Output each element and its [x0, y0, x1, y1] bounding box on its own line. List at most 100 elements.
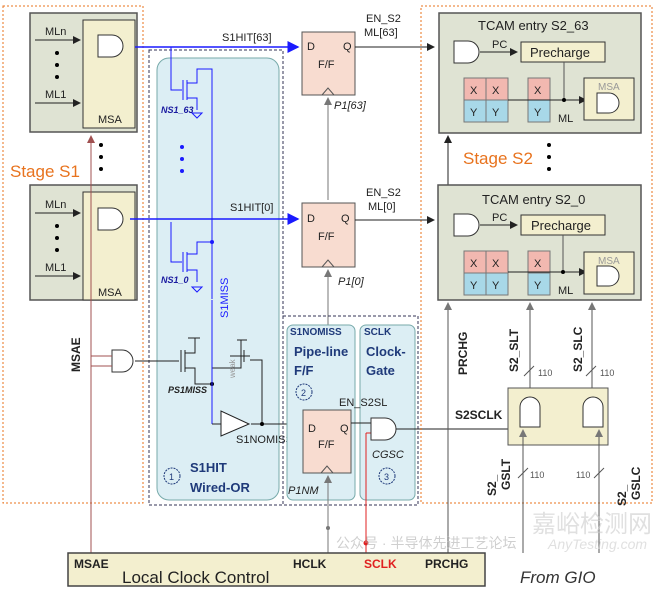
s2-slc-label: S2_SLC: [571, 326, 585, 372]
cgsc-label: CGSC: [372, 449, 404, 461]
ff-label: F/F: [318, 59, 335, 71]
bus-width-label: 110: [530, 470, 544, 480]
s1hit-63-label: S1HIT[63]: [222, 32, 272, 44]
lcc-sclk-label: SCLK: [364, 557, 397, 571]
msa-label: MSA: [598, 256, 620, 267]
stage-s2-label: Stage S2: [463, 149, 533, 168]
cell-y: Y: [492, 107, 500, 119]
pipeline-title-2: F/F: [294, 363, 314, 378]
wired-or-boundary: [148, 49, 284, 506]
d-label: D: [307, 41, 315, 53]
badge-1: 1: [169, 472, 174, 482]
s2sclk-label: S2SCLK: [455, 408, 503, 422]
local-clock-control: MSAE Local Clock Control HCLK SCLK PRCHG: [67, 552, 486, 587]
cell-y: Y: [534, 107, 542, 119]
lcc-title: Local Clock Control: [122, 568, 269, 587]
badge-3: 3: [384, 472, 389, 482]
bus-width-label: 110: [538, 368, 552, 378]
stage-s1-label: Stage S1: [10, 162, 80, 181]
lcc-msae-label: MSAE: [74, 557, 109, 571]
lcc-prchg-label: PRCHG: [425, 557, 468, 571]
nmos-s1-0: [170, 222, 212, 293]
ff-label: F/F: [318, 439, 335, 451]
tcam-entry-s2-63: TCAM entry S2_63 PC Precharge X X X Y Y …: [438, 12, 642, 134]
pipeline-clockgate-boundary: [282, 315, 419, 506]
ml-63-label: ML[63]: [364, 27, 398, 39]
msae-and-gate: [111, 349, 134, 373]
msa-block-top: MLn ML1 MSA: [29, 12, 138, 133]
s2-gslt-label-1: S2_: [485, 474, 499, 496]
p1-63-label: P1[63]: [334, 100, 367, 112]
ff-p1nm: D Q F/F P1NM: [288, 409, 352, 497]
msa-label: MSA: [598, 82, 620, 93]
en-s2-63-label: EN_S2: [366, 13, 401, 25]
and-gate-slc: [582, 396, 604, 428]
cell-x: X: [534, 258, 542, 270]
cell-y: Y: [470, 280, 478, 292]
q-label: Q: [340, 423, 349, 435]
p1-0-label: P1[0]: [338, 276, 365, 288]
cell-x: X: [470, 85, 478, 97]
en-s2sl-label: EN_S2SL: [339, 397, 387, 409]
cell-y: Y: [492, 280, 500, 292]
pipeline-title-1: Pipe-line: [294, 344, 348, 359]
ff-label: F/F: [318, 231, 335, 243]
ml-0-label: ML[0]: [368, 201, 396, 213]
s2-gslt-label-2: GSLT: [499, 458, 513, 490]
s2-gslc-label-1: S2_: [615, 484, 629, 506]
ml-label: ML: [558, 285, 573, 297]
ff-p1-63: D Q F/F P1[63]: [301, 31, 367, 112]
watermark-url: AnyTesting.com: [547, 536, 647, 552]
clockgate-header: SCLK: [364, 327, 392, 338]
ns1-0-label: NS1_0: [161, 275, 189, 285]
msae-signal-label: MSAE: [69, 337, 83, 372]
ns1-63-label: NS1_63: [161, 105, 194, 115]
ml-1-label: ML1: [45, 262, 66, 274]
ml-label: ML: [558, 113, 573, 125]
pc-label: PC: [492, 39, 507, 51]
wired-or-block: [156, 57, 280, 501]
ml-n-label: MLn: [45, 26, 66, 38]
inverter: [212, 410, 251, 437]
lcc-hclk-label: HCLK: [293, 557, 327, 571]
nmos-s1-63: [170, 47, 213, 299]
bus-width-label: 110: [600, 368, 614, 378]
cell-x: X: [492, 85, 500, 97]
msa-block-bottom: MLn ML1 MSA: [29, 184, 138, 301]
ps1miss-label: PS1MISS: [168, 385, 207, 395]
d-label: D: [307, 213, 315, 225]
p1nm-label: P1NM: [288, 485, 319, 497]
cell-x: X: [492, 258, 500, 270]
badge-2: 2: [301, 388, 306, 398]
ff-p1-0: D Q F/F P1[0]: [301, 202, 365, 288]
clockgate-title-2: Gate: [366, 363, 395, 378]
s1hit-0-label: S1HIT[0]: [230, 202, 273, 214]
cell-x: X: [534, 85, 542, 97]
s2-slt-label: S2_SLT: [507, 328, 521, 372]
prchg-signal-label: PRCHG: [456, 332, 470, 375]
ml-1-label: ML1: [45, 89, 66, 101]
clock-gate-block: [359, 324, 416, 501]
bus-width-label: 110: [576, 470, 590, 480]
pipeline-header: S1NOMISS: [290, 327, 342, 338]
and-gate-slt: [519, 396, 541, 428]
from-gio-label: From GIO: [520, 568, 596, 587]
wired-or-title-2: Wired-OR: [190, 480, 250, 495]
pc-label: PC: [492, 212, 507, 224]
cell-x: X: [470, 258, 478, 270]
q-label: Q: [343, 41, 352, 53]
stage-s1-boundary: [2, 5, 144, 504]
msa-label: MSA: [98, 114, 123, 126]
s1nomiss-label: S1NOMISS: [236, 434, 293, 446]
q-label: Q: [341, 213, 350, 225]
msa-label: MSA: [98, 287, 123, 299]
wired-or-title-1: S1HIT: [190, 460, 227, 475]
weak-label: weak: [228, 358, 237, 379]
watermark-logo: 嘉峪检测网: [532, 511, 652, 538]
s2-gslc-label-2: GSLC: [629, 466, 643, 500]
watermark-text: 公众号 · 半导体先进工艺论坛: [336, 535, 516, 551]
cgsc-and-gate: [370, 417, 397, 441]
tcam-entry-title: TCAM entry S2_63: [478, 18, 589, 33]
